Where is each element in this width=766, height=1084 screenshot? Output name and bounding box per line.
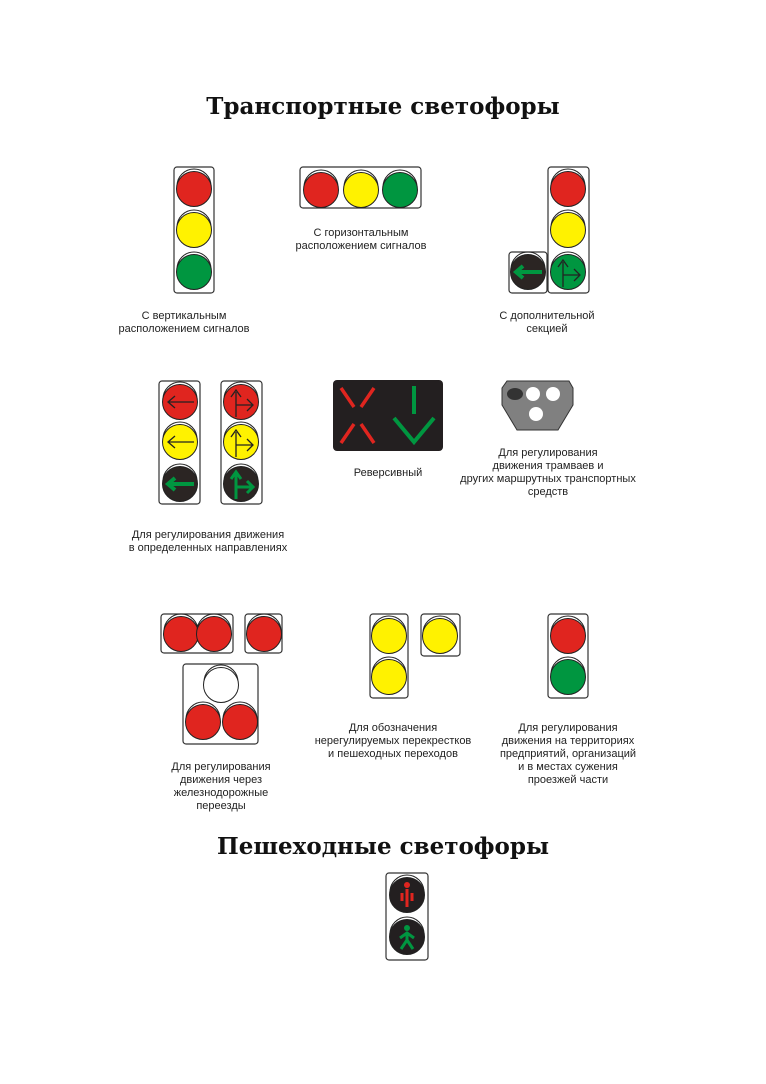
red-lamp [196,613,232,652]
green-lamp [176,251,212,290]
arrow-light-left-housing [158,380,201,505]
green-lamp [382,169,418,208]
red-lamp [303,169,339,208]
red-arrow-lamp [162,381,198,420]
railway-double-housing [160,613,234,654]
standing-person-icon [400,889,414,907]
pedestrian-green-lamp [389,916,425,955]
red-arrow-lamp [223,381,259,420]
left-arrow-icon [167,435,194,449]
green-arrow-lamp [162,463,198,502]
yellow-lamp [371,615,407,654]
white-lamp [203,664,239,703]
yellow-lamp [343,169,379,208]
yellow-arrow-lamp [162,421,198,460]
yellow-lamp [550,209,586,248]
red-green-housing [547,613,589,699]
straight-right-arrow-icon [557,258,581,287]
red-lamp [246,613,282,652]
straight-right-arrow-icon [230,428,254,457]
green-arrow-lamp [223,463,259,502]
straight-right-arrow-icon [230,388,254,417]
title-transport: Транспортные светофоры [206,93,560,120]
title-pedestrian: Пешеходные светофоры [216,833,550,860]
red-cross-icon [339,387,376,444]
pedestrian-red-lamp [389,874,425,913]
red-lamp [550,168,586,207]
left-arrow-icon [167,395,194,409]
vertical-light-housing [173,166,215,294]
caption-reversible: Реверсивный [353,467,423,479]
pedestrian-housing [385,872,429,961]
green-down-arrow-icon [392,386,436,446]
horizontal-light-housing [299,166,422,209]
yellow-arrow-lamp [223,421,259,460]
reversible-light [333,380,443,451]
railway-big-housing [182,663,259,745]
yellow-lamp [176,209,212,248]
green-lamp [550,656,586,695]
red-lamp [176,168,212,207]
straight-right-arrow-icon [229,469,256,499]
left-arrow-icon [512,264,542,280]
yellow-double-housing [369,613,409,699]
red-lamp [222,701,258,740]
yellow-lamp [371,656,407,695]
additional-light-housing [547,166,590,294]
tram-light [501,380,574,431]
yellow-single-housing [420,613,461,657]
left-arrow-icon [164,476,194,492]
green-arrow-lamp [550,251,586,290]
red-lamp [185,701,221,740]
dark-arrow-lamp [510,251,546,290]
walking-person-icon [399,931,415,950]
red-lamp [550,615,586,654]
red-lamp [163,613,199,652]
arrow-light-multi-housing [220,380,263,505]
yellow-lamp [422,615,458,654]
